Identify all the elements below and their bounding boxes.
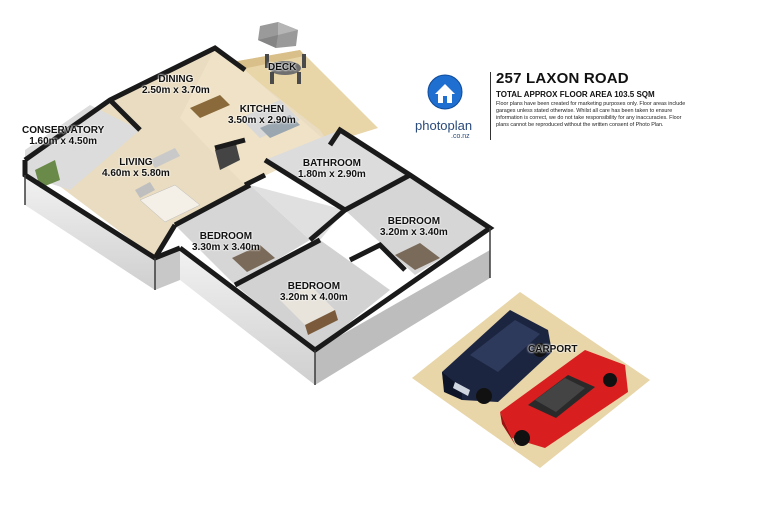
- room-dims: 3.30m x 3.40m: [192, 242, 260, 253]
- room-label-bedroom-south: BEDROOM 3.20m x 4.00m: [280, 281, 348, 303]
- room-dims: 3.20m x 4.00m: [280, 292, 348, 303]
- room-name: CARPORT: [528, 344, 578, 355]
- room-label-dining: DINING 2.50m x 3.70m: [142, 74, 210, 96]
- walls-thin: [24, 175, 491, 385]
- floor-area: TOTAL APPROX FLOOR AREA 103.5 SQM: [496, 90, 655, 99]
- header-block: photoplan .co.nz 257 LAXON ROAD TOTAL AP…: [415, 70, 685, 150]
- room-name: BATHROOM: [302, 158, 361, 169]
- header-divider: [490, 72, 491, 140]
- red-car-icon: [500, 350, 628, 448]
- house-slab: [25, 175, 490, 385]
- brand-name: photoplan: [415, 118, 473, 133]
- room-label-bedroom-west: BEDROOM 3.30m x 3.40m: [192, 231, 260, 253]
- room-name: LIVING: [119, 157, 153, 168]
- room-name: BEDROOM: [287, 281, 341, 292]
- room-label-bedroom-east: BEDROOM 3.20m x 3.40m: [380, 216, 448, 238]
- brand-domain: .co.nz: [451, 133, 470, 140]
- room-name: KITCHEN: [239, 104, 285, 115]
- carport-area: [412, 292, 650, 468]
- property-address: 257 LAXON ROAD: [496, 70, 629, 87]
- house-icon: [427, 74, 463, 110]
- room-dims: 1.60m x 4.50m: [29, 136, 98, 147]
- room-label-carport: CARPORT: [528, 344, 577, 355]
- deck-umbrella-icon: [258, 22, 306, 84]
- room-name: BEDROOM: [387, 216, 441, 227]
- navy-suv-icon: [442, 310, 552, 404]
- room-name: BEDROOM: [199, 231, 253, 242]
- room-name: DINING: [158, 74, 194, 85]
- room-label-deck: DECK: [268, 62, 296, 73]
- room-label-bathroom: BATHROOM 1.80m x 2.90m: [298, 158, 366, 180]
- room-label-conservatory: CONSERVATORY 1.60m x 4.50m: [22, 125, 104, 147]
- walls: [22, 45, 495, 354]
- room-label-living: LIVING 4.60m x 5.80m: [102, 157, 170, 179]
- logo: photoplan .co.nz: [415, 70, 490, 140]
- room-dims: 4.60m x 5.80m: [102, 168, 170, 179]
- room-dims: 3.20m x 3.40m: [380, 227, 448, 238]
- room-name: CONSERVATORY: [22, 125, 105, 136]
- room-name: DECK: [268, 62, 297, 73]
- room-dims: 1.80m x 2.90m: [298, 169, 366, 180]
- disclaimer: Floor plans have been created for market…: [496, 101, 686, 128]
- room-dims: 2.50m x 3.70m: [142, 85, 210, 96]
- room-dims: 3.50m x 2.90m: [228, 115, 296, 126]
- room-label-kitchen: KITCHEN 3.50m x 2.90m: [228, 104, 296, 126]
